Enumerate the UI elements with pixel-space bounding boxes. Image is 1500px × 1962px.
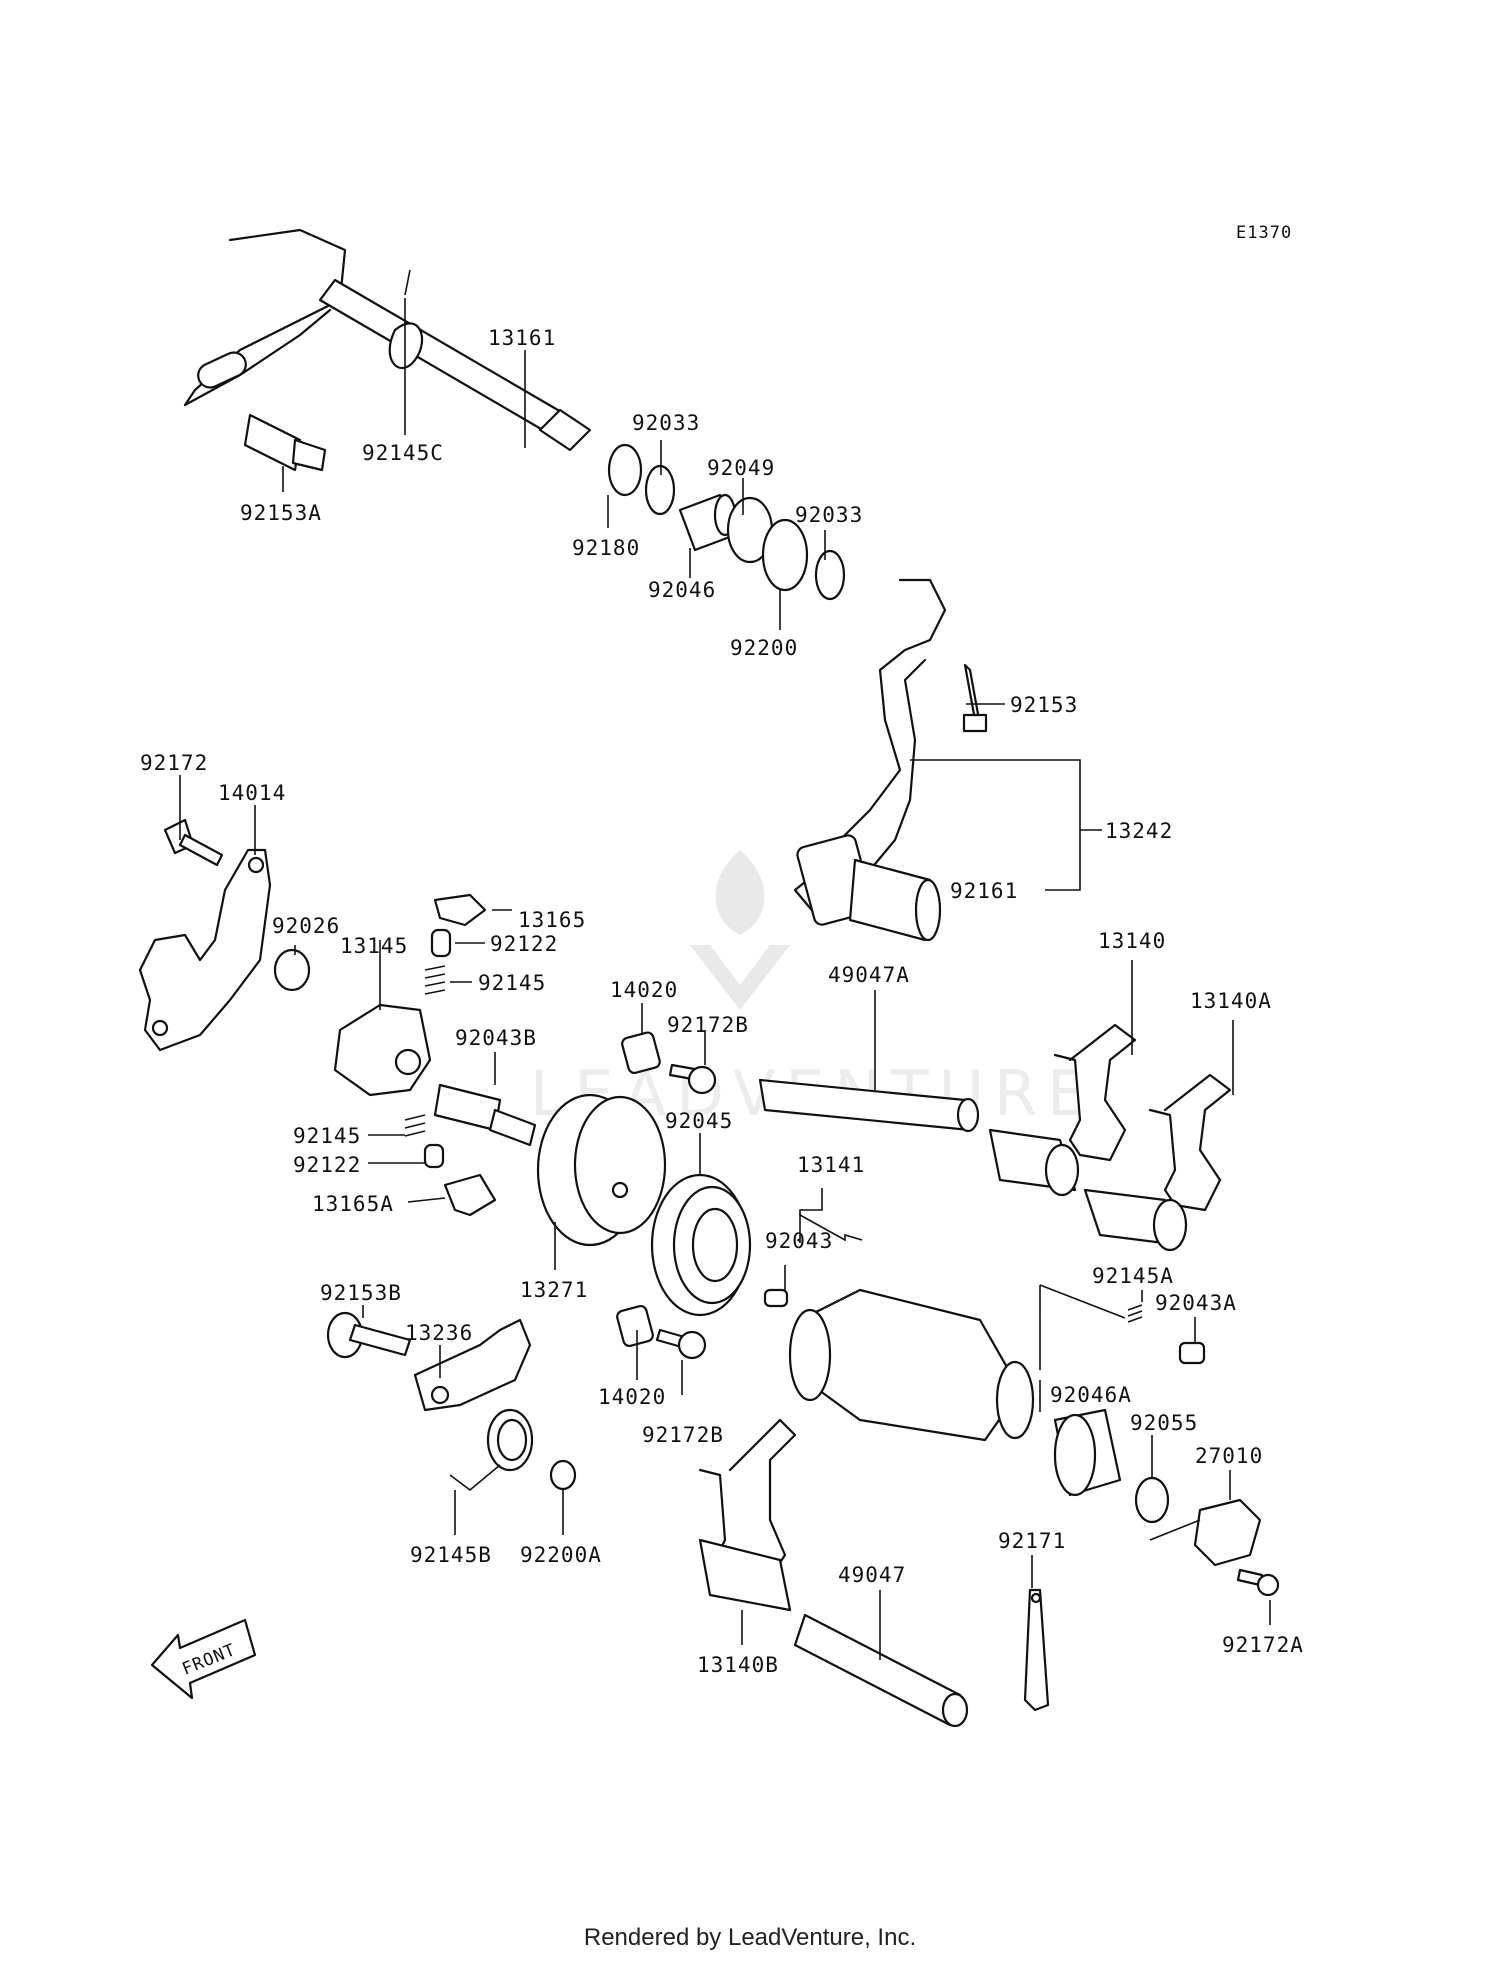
washer-92180: [607, 443, 643, 497]
bolt-92153A: [243, 413, 327, 472]
bearing-92046A: [1053, 1408, 1122, 1497]
callout-49047: 49047: [838, 1563, 906, 1587]
callout-92043A: 92043A: [1155, 1291, 1237, 1315]
circlip-92033-a: [644, 464, 676, 516]
callout-92046: 92046: [648, 578, 716, 602]
callout-92172B-b: 92172B: [642, 1423, 724, 1447]
callout-49047A: 49047A: [828, 963, 910, 987]
callout-14014: 14014: [218, 781, 286, 805]
callout-92200: 92200: [730, 636, 798, 660]
callout-92161: 92161: [950, 879, 1018, 903]
holder-14020-b: [616, 1304, 654, 1348]
bearing-92045: [650, 1173, 752, 1317]
bolt-92153B: [326, 1311, 412, 1359]
shift-pedal-13242: [793, 578, 988, 942]
callout-13242: 13242: [1105, 819, 1173, 843]
switch-27010: [1149, 1498, 1262, 1567]
bushing-92026: [273, 948, 311, 992]
fork-13140A: [1083, 1073, 1232, 1252]
callout-92145A: 92145A: [1092, 1264, 1174, 1288]
callout-92145C: 92145C: [362, 441, 444, 465]
footer-credit: Rendered by LeadVenture, Inc.: [583, 1924, 917, 1951]
pin-92171: [1023, 1588, 1050, 1712]
screw-92172B-a: [668, 1063, 717, 1095]
callout-92122-a: 92122: [490, 932, 558, 956]
callout-13165A: 13165A: [312, 1192, 394, 1216]
screw-92172: [163, 818, 224, 867]
callout-92043: 92043: [765, 1229, 833, 1253]
callout-labels: 13161 92145C 92153A 92033 92049 92180 92…: [140, 326, 1304, 1677]
callout-14020-a: 14020: [610, 978, 678, 1002]
drum-13141: [788, 1288, 1035, 1442]
pawl-13165A: [443, 1173, 497, 1217]
pin-92043: [763, 1288, 789, 1308]
fork-13140: [988, 1023, 1137, 1197]
callout-92180: 92180: [572, 536, 640, 560]
callout-92153B: 92153B: [320, 1281, 402, 1305]
callout-92026: 92026: [272, 914, 340, 938]
screw-92172B-b: [655, 1328, 707, 1360]
callout-92172A: 92172A: [1222, 1633, 1304, 1657]
callout-92122-b: 92122: [293, 1153, 361, 1177]
callout-13140: 13140: [1098, 929, 1166, 953]
rod-49047: [793, 1613, 969, 1728]
front-arrow: FRONT: [150, 1618, 257, 1700]
screw-92172A: [1236, 1568, 1280, 1597]
washer-92200: [761, 518, 809, 592]
callout-92145-a: 92145: [478, 971, 546, 995]
washer-92200A: [549, 1459, 577, 1491]
callout-13161: 13161: [488, 326, 556, 350]
pawl-13165: [433, 893, 487, 927]
callout-92055: 92055: [1130, 1411, 1198, 1435]
spring-92145-b: [404, 1114, 426, 1137]
gear-13271: [536, 1093, 667, 1247]
pin-92122-a: [430, 928, 452, 958]
diagram-code: E1370: [1236, 223, 1292, 243]
callout-92033-a: 92033: [632, 411, 700, 435]
circlip-92033-b: [814, 549, 846, 601]
fork-13140B: [698, 1418, 797, 1612]
callout-13145: 13145: [340, 934, 408, 958]
spring-92145-a: [424, 965, 446, 995]
callout-13165: 13165: [518, 908, 586, 932]
callout-92046A: 92046A: [1050, 1383, 1132, 1407]
callout-14020-b: 14020: [598, 1385, 666, 1409]
bearing-92046: [678, 493, 737, 552]
spring-92145A: [1127, 1304, 1143, 1323]
spring-92145B: [449, 1408, 534, 1492]
callout-13140B: 13140B: [697, 1653, 779, 1677]
callout-92145-b: 92145: [293, 1124, 361, 1148]
callout-92153A: 92153A: [240, 501, 322, 525]
callout-13141: 13141: [797, 1153, 865, 1177]
callout-13271: 13271: [520, 1278, 588, 1302]
cam-13145: [333, 1003, 432, 1097]
holder-14020-a: [621, 1031, 661, 1075]
callout-92145B: 92145B: [410, 1543, 492, 1567]
leader-lines: [179, 298, 1271, 1660]
callout-92172: 92172: [140, 751, 208, 775]
callout-92153: 92153: [1010, 693, 1078, 717]
callout-92049: 92049: [707, 456, 775, 480]
shift-shaft-13161: [183, 228, 592, 452]
plate-14014: [138, 848, 272, 1052]
callout-92200A: 92200A: [520, 1543, 602, 1567]
callout-27010: 27010: [1195, 1444, 1263, 1468]
pin-92043A: [1178, 1341, 1206, 1365]
pin-92043B: [433, 1083, 537, 1147]
arm-13236: [413, 1318, 532, 1412]
oring-92055: [1134, 1476, 1170, 1524]
callout-92043B: 92043B: [455, 1026, 537, 1050]
callout-92033-b: 92033: [795, 503, 863, 527]
rod-49047A: [758, 1078, 980, 1133]
callout-13140A: 13140A: [1190, 989, 1272, 1013]
callout-92045: 92045: [665, 1109, 733, 1133]
callout-92171: 92171: [998, 1529, 1066, 1553]
callout-13236: 13236: [405, 1321, 473, 1345]
callout-92172B-a: 92172B: [667, 1013, 749, 1037]
pin-92122-b: [423, 1143, 445, 1169]
